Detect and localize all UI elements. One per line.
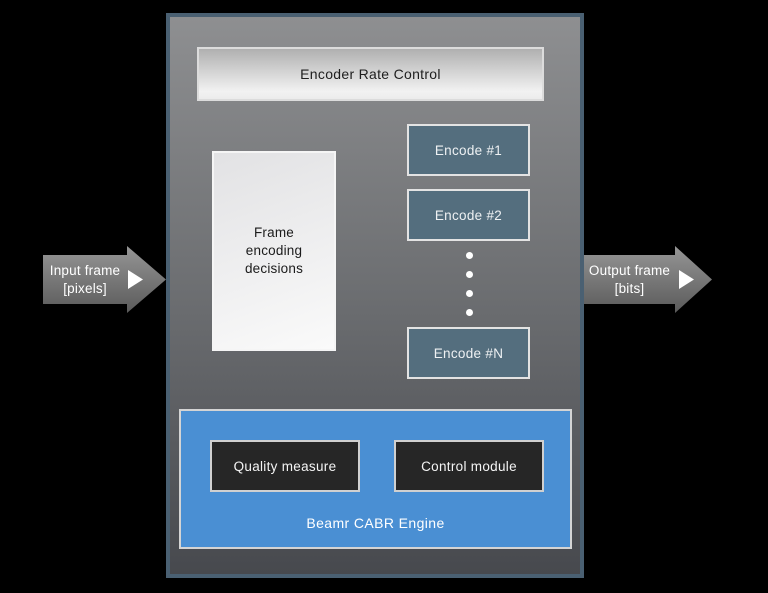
frame-decisions-line3: decisions [244,260,304,276]
encode-n-label: Encode #N [433,345,504,361]
ellipsis-dot [466,252,473,259]
output-arrow-line2: [bits] [614,280,645,296]
ellipsis-dot [466,271,473,278]
input-arrow-line2: [pixels] [63,280,107,296]
encode-2-label: Encode #2 [434,207,503,223]
output-frame-arrow: Output frame [bits] [584,246,712,313]
engine-label: Beamr CABR Engine [306,515,445,531]
encode-1-label: Encode #1 [434,142,503,158]
input-arrow-text: Input frame [pixels] [43,259,127,300]
frame-encoding-decisions-box: Frame encoding decisions [212,151,336,351]
input-arrow-line1: Input frame [49,262,121,278]
output-arrow-line1: Output frame [588,262,671,278]
ellipsis-dot [466,309,473,316]
input-frame-arrow: Input frame [pixels] [43,246,166,313]
quality-measure-label: Quality measure [233,458,337,474]
ellipsis-dot [466,290,473,297]
encode-2-box: Encode #2 [407,189,530,241]
frame-decisions-line2: encoding [245,243,303,259]
encode-n-box: Encode #N [407,327,530,379]
frame-decisions-line1: Frame [253,225,294,241]
output-arrow-text: Output frame [bits] [584,259,675,300]
encoder-rate-control-label: Encoder Rate Control [300,66,441,82]
control-module-box: Control module [394,440,544,492]
beamr-cabr-engine-box: Quality measure Control module Beamr CAB… [179,409,572,549]
encode-1-box: Encode #1 [407,124,530,176]
control-module-label: Control module [421,458,517,474]
quality-measure-box: Quality measure [210,440,360,492]
encoder-rate-control-box: Encoder Rate Control [197,47,544,101]
